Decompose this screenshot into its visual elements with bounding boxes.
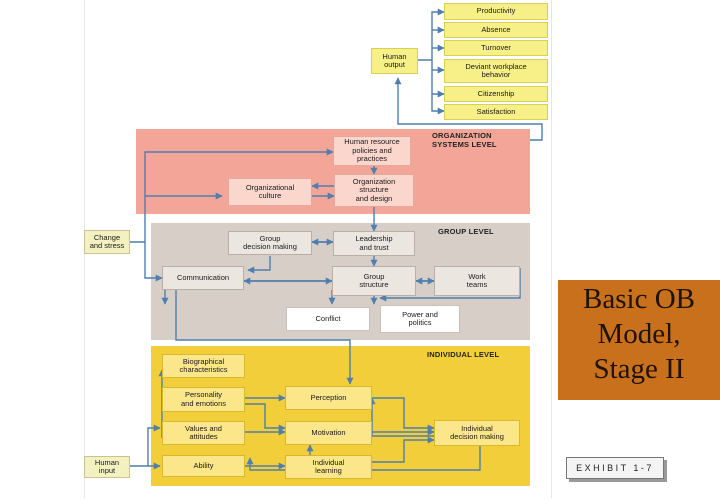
human-output-box: Human output bbox=[371, 48, 418, 74]
conflict-box: Conflict bbox=[286, 307, 370, 331]
work-teams-box: Work teams bbox=[434, 266, 520, 296]
output-productivity: Productivity bbox=[444, 3, 548, 20]
title-panel bbox=[558, 280, 720, 400]
biographical-box: Biographical characteristics bbox=[162, 354, 245, 378]
output-absence: Absence bbox=[444, 22, 548, 38]
exhibit-label: EXHIBIT 1-7 bbox=[566, 457, 664, 479]
org-structure-box: Organization structure and design bbox=[334, 174, 414, 207]
individual-decision-box: Individual decision making bbox=[434, 420, 520, 446]
group-decision-box: Group decision making bbox=[228, 231, 312, 255]
communication-box: Communication bbox=[162, 266, 244, 290]
group-structure-box: Group structure bbox=[332, 266, 416, 296]
output-deviant-behavior: Deviant workplace behavior bbox=[444, 59, 548, 83]
org-culture-box: Organizational culture bbox=[228, 178, 312, 206]
individual-level-title: INDIVIDUAL LEVEL bbox=[427, 350, 500, 359]
change-and-stress-box: Change and stress bbox=[84, 230, 130, 254]
learning-box: Individual learning bbox=[285, 455, 372, 479]
org-level-title: ORGANIZATION SYSTEMS LEVEL bbox=[432, 131, 497, 149]
personality-box: Personality and emotions bbox=[162, 387, 245, 412]
human-input-box: Human input bbox=[84, 456, 130, 478]
output-satisfaction: Satisfaction bbox=[444, 104, 548, 120]
motivation-box: Motivation bbox=[285, 421, 372, 445]
group-level-title: GROUP LEVEL bbox=[438, 227, 494, 236]
output-citizenship: Citizenship bbox=[444, 86, 548, 102]
slide-title: Basic OB Model, Stage II bbox=[583, 283, 695, 385]
power-politics-box: Power and politics bbox=[380, 305, 460, 333]
output-turnover: Turnover bbox=[444, 40, 548, 56]
perception-box: Perception bbox=[285, 386, 372, 410]
values-box: Values and attitudes bbox=[162, 421, 245, 445]
ability-box: Ability bbox=[162, 455, 245, 477]
leadership-box: Leadership and trust bbox=[333, 231, 415, 256]
hr-policies-box: Human resource policies and practices bbox=[333, 136, 411, 166]
